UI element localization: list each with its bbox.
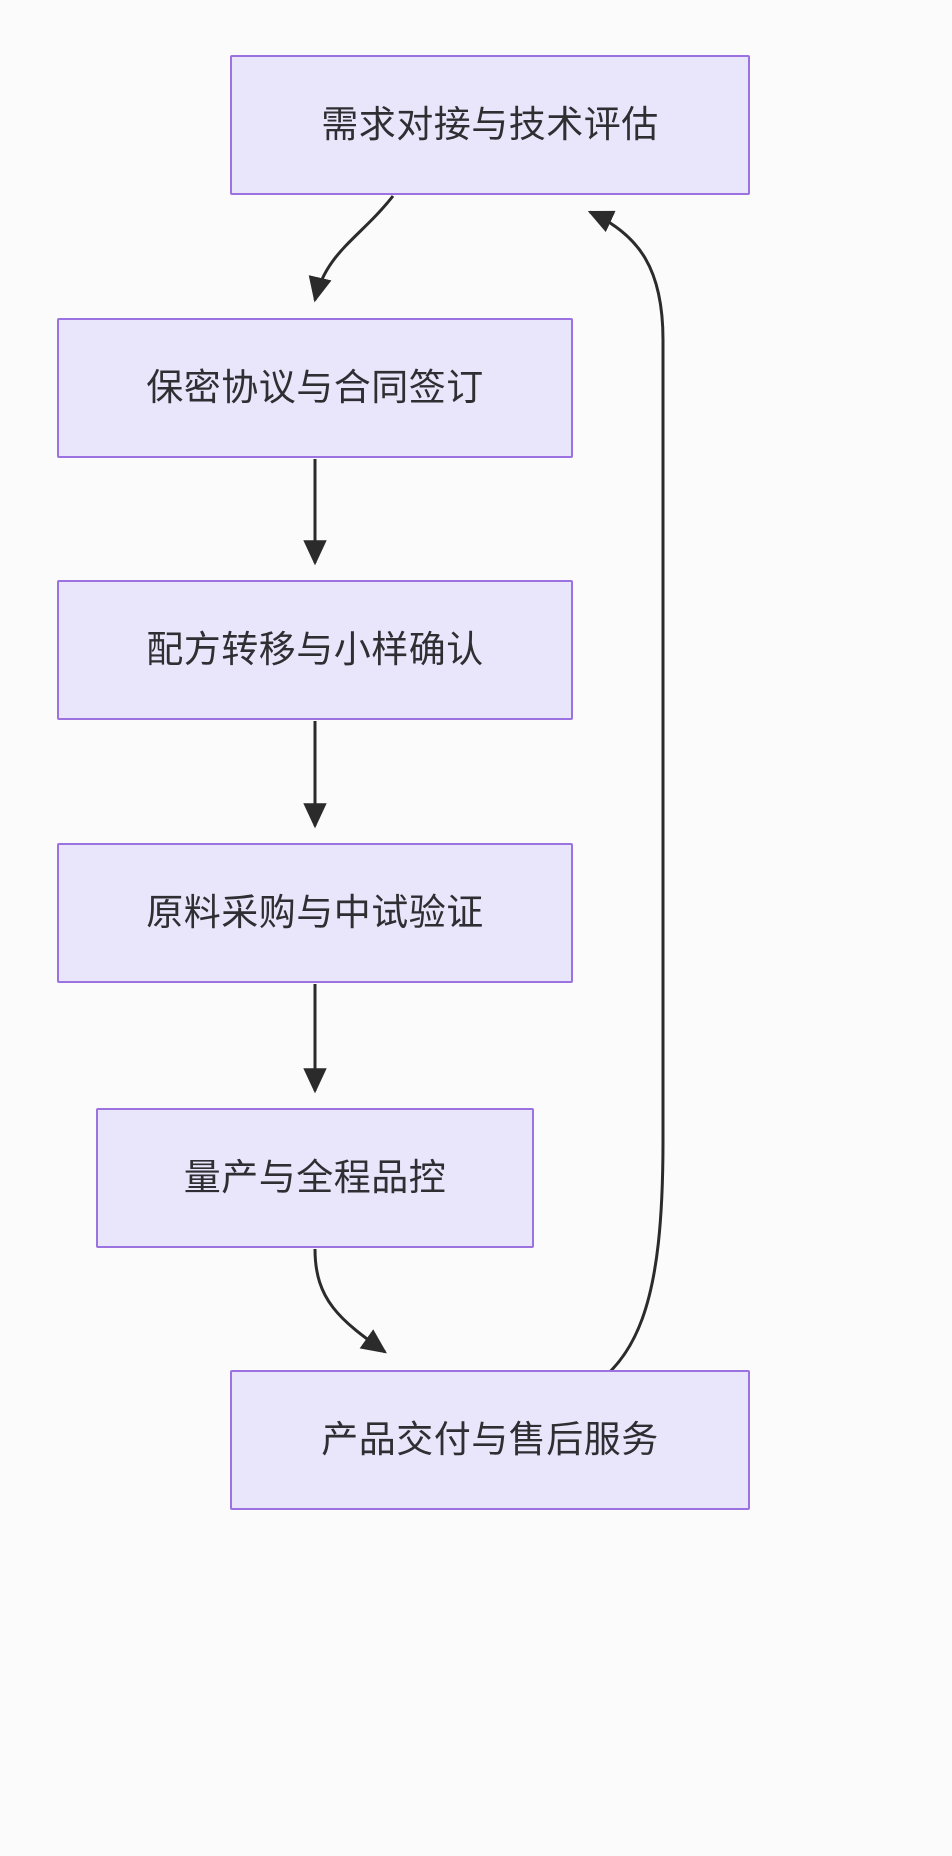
- flow-node-label: 保密协议与合同签订: [146, 366, 484, 408]
- flow-node-material-procurement[interactable]: 原料采购与中试验证: [57, 843, 573, 983]
- flow-node-label: 配方转移与小样确认: [146, 628, 484, 670]
- flow-node-formula-transfer[interactable]: 配方转移与小样确认: [57, 580, 573, 720]
- flow-node-label: 原料采购与中试验证: [146, 891, 484, 933]
- edge-n0-n1: [308, 195, 395, 303]
- flow-node-label: 量产与全程品控: [183, 1156, 447, 1198]
- flow-node-mass-production-qc[interactable]: 量产与全程品控: [96, 1108, 534, 1248]
- flow-node-nda-contract[interactable]: 保密协议与合同签订: [57, 318, 573, 458]
- edge-n5-n0: [565, 210, 665, 1402]
- edge-n4-n5: [313, 1248, 387, 1354]
- flow-node-delivery-aftersales[interactable]: 产品交付与售后服务: [230, 1370, 750, 1510]
- flow-node-label: 需求对接与技术评估: [321, 103, 659, 145]
- flow-node-label: 产品交付与售后服务: [321, 1418, 659, 1460]
- flow-node-requirement-assessment[interactable]: 需求对接与技术评估: [230, 55, 750, 195]
